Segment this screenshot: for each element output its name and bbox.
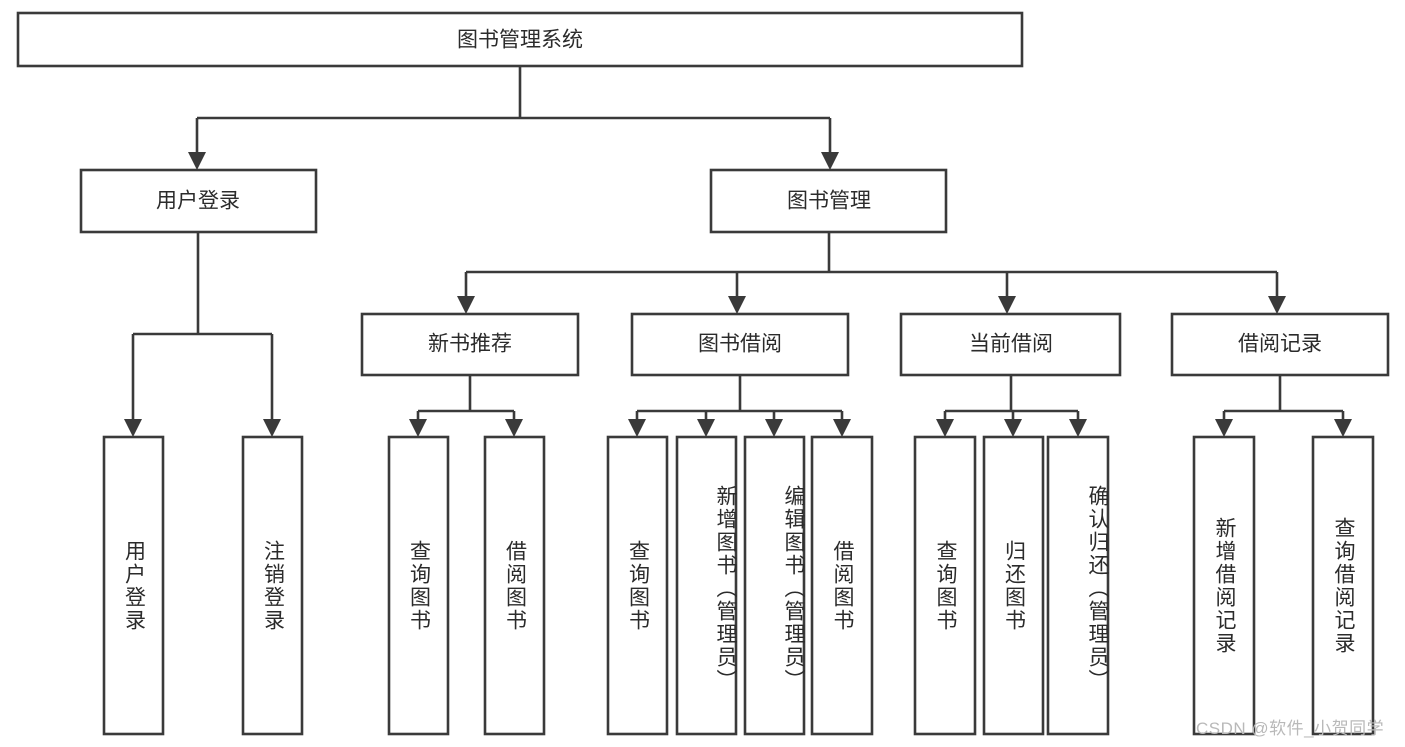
node-current-borrow-label: 当前借阅 <box>969 333 1053 356</box>
node-leaf-borrow-book-1[interactable] <box>483 435 546 736</box>
arrowhead-user-login-to-leaf2 <box>263 419 281 437</box>
node-leaf-borrow-book-2[interactable] <box>810 435 874 736</box>
node-root-label: 图书管理系统 <box>457 29 583 52</box>
node-borrow-record[interactable] <box>1170 312 1390 377</box>
arrowhead-recommend-to-leaf2 <box>505 419 523 437</box>
node-leaf-edit-book-admin[interactable] <box>743 435 806 736</box>
arrowhead-borrow-to-leaf2 <box>697 419 715 437</box>
node-new-book-recommend-label: 新书推荐 <box>428 333 512 356</box>
arrowhead-book-manage-to-record <box>1268 296 1286 314</box>
node-leaf-confirm-return[interactable] <box>1046 435 1110 736</box>
node-leaf-add-borrow-record[interactable] <box>1192 435 1256 736</box>
node-book-manage-label: 图书管理 <box>787 190 871 213</box>
arrowhead-root-to-user-login <box>188 152 206 170</box>
arrowhead-current-to-leaf1 <box>936 419 954 437</box>
arrowhead-borrow-to-leaf1 <box>628 419 646 437</box>
arrowhead-current-to-leaf3 <box>1069 419 1087 437</box>
arrowhead-borrow-to-leaf4 <box>833 419 851 437</box>
arrowhead-recommend-to-leaf1 <box>409 419 427 437</box>
arrowhead-user-login-to-leaf1 <box>124 419 142 437</box>
node-new-book-recommend[interactable] <box>360 312 580 377</box>
node-leaf-query-book-3[interactable] <box>913 435 977 736</box>
node-leaf-query-borrow-record[interactable] <box>1311 435 1375 736</box>
arrowhead-current-to-leaf2 <box>1004 419 1022 437</box>
arrowhead-book-manage-to-recommend <box>457 296 475 314</box>
node-book-borrow[interactable] <box>630 312 850 377</box>
node-layer: 图书管理系统 用户登录 图书管理 新书推荐 图书借阅 当前借阅 借阅记录 <box>16 11 1390 736</box>
node-leaf-user-login[interactable] <box>102 435 165 736</box>
arrowhead-record-to-leaf1 <box>1215 419 1233 437</box>
node-current-borrow[interactable] <box>899 312 1122 377</box>
csdn-watermark: CSDN @软件_小贺同学 <box>1196 719 1385 738</box>
node-leaf-query-book-2[interactable] <box>606 435 669 736</box>
node-user-login-label: 用户登录 <box>156 190 240 213</box>
arrowhead-book-manage-to-borrow <box>728 296 746 314</box>
node-leaf-query-book-1[interactable] <box>387 435 450 736</box>
arrowhead-root-to-book-manage <box>821 152 839 170</box>
node-leaf-logout[interactable] <box>241 435 304 736</box>
arrowhead-record-to-leaf2 <box>1334 419 1352 437</box>
arrowhead-borrow-to-leaf3 <box>765 419 783 437</box>
arrowhead-book-manage-to-current <box>998 296 1016 314</box>
node-user-login[interactable] <box>79 168 318 234</box>
node-leaf-return-book[interactable] <box>982 435 1045 736</box>
node-book-borrow-label: 图书借阅 <box>698 333 782 356</box>
node-borrow-record-label: 借阅记录 <box>1238 333 1322 356</box>
connector-layer <box>124 66 1352 437</box>
node-book-manage[interactable] <box>709 168 948 234</box>
node-leaf-add-book-admin[interactable] <box>675 435 738 736</box>
node-root[interactable] <box>16 11 1024 68</box>
